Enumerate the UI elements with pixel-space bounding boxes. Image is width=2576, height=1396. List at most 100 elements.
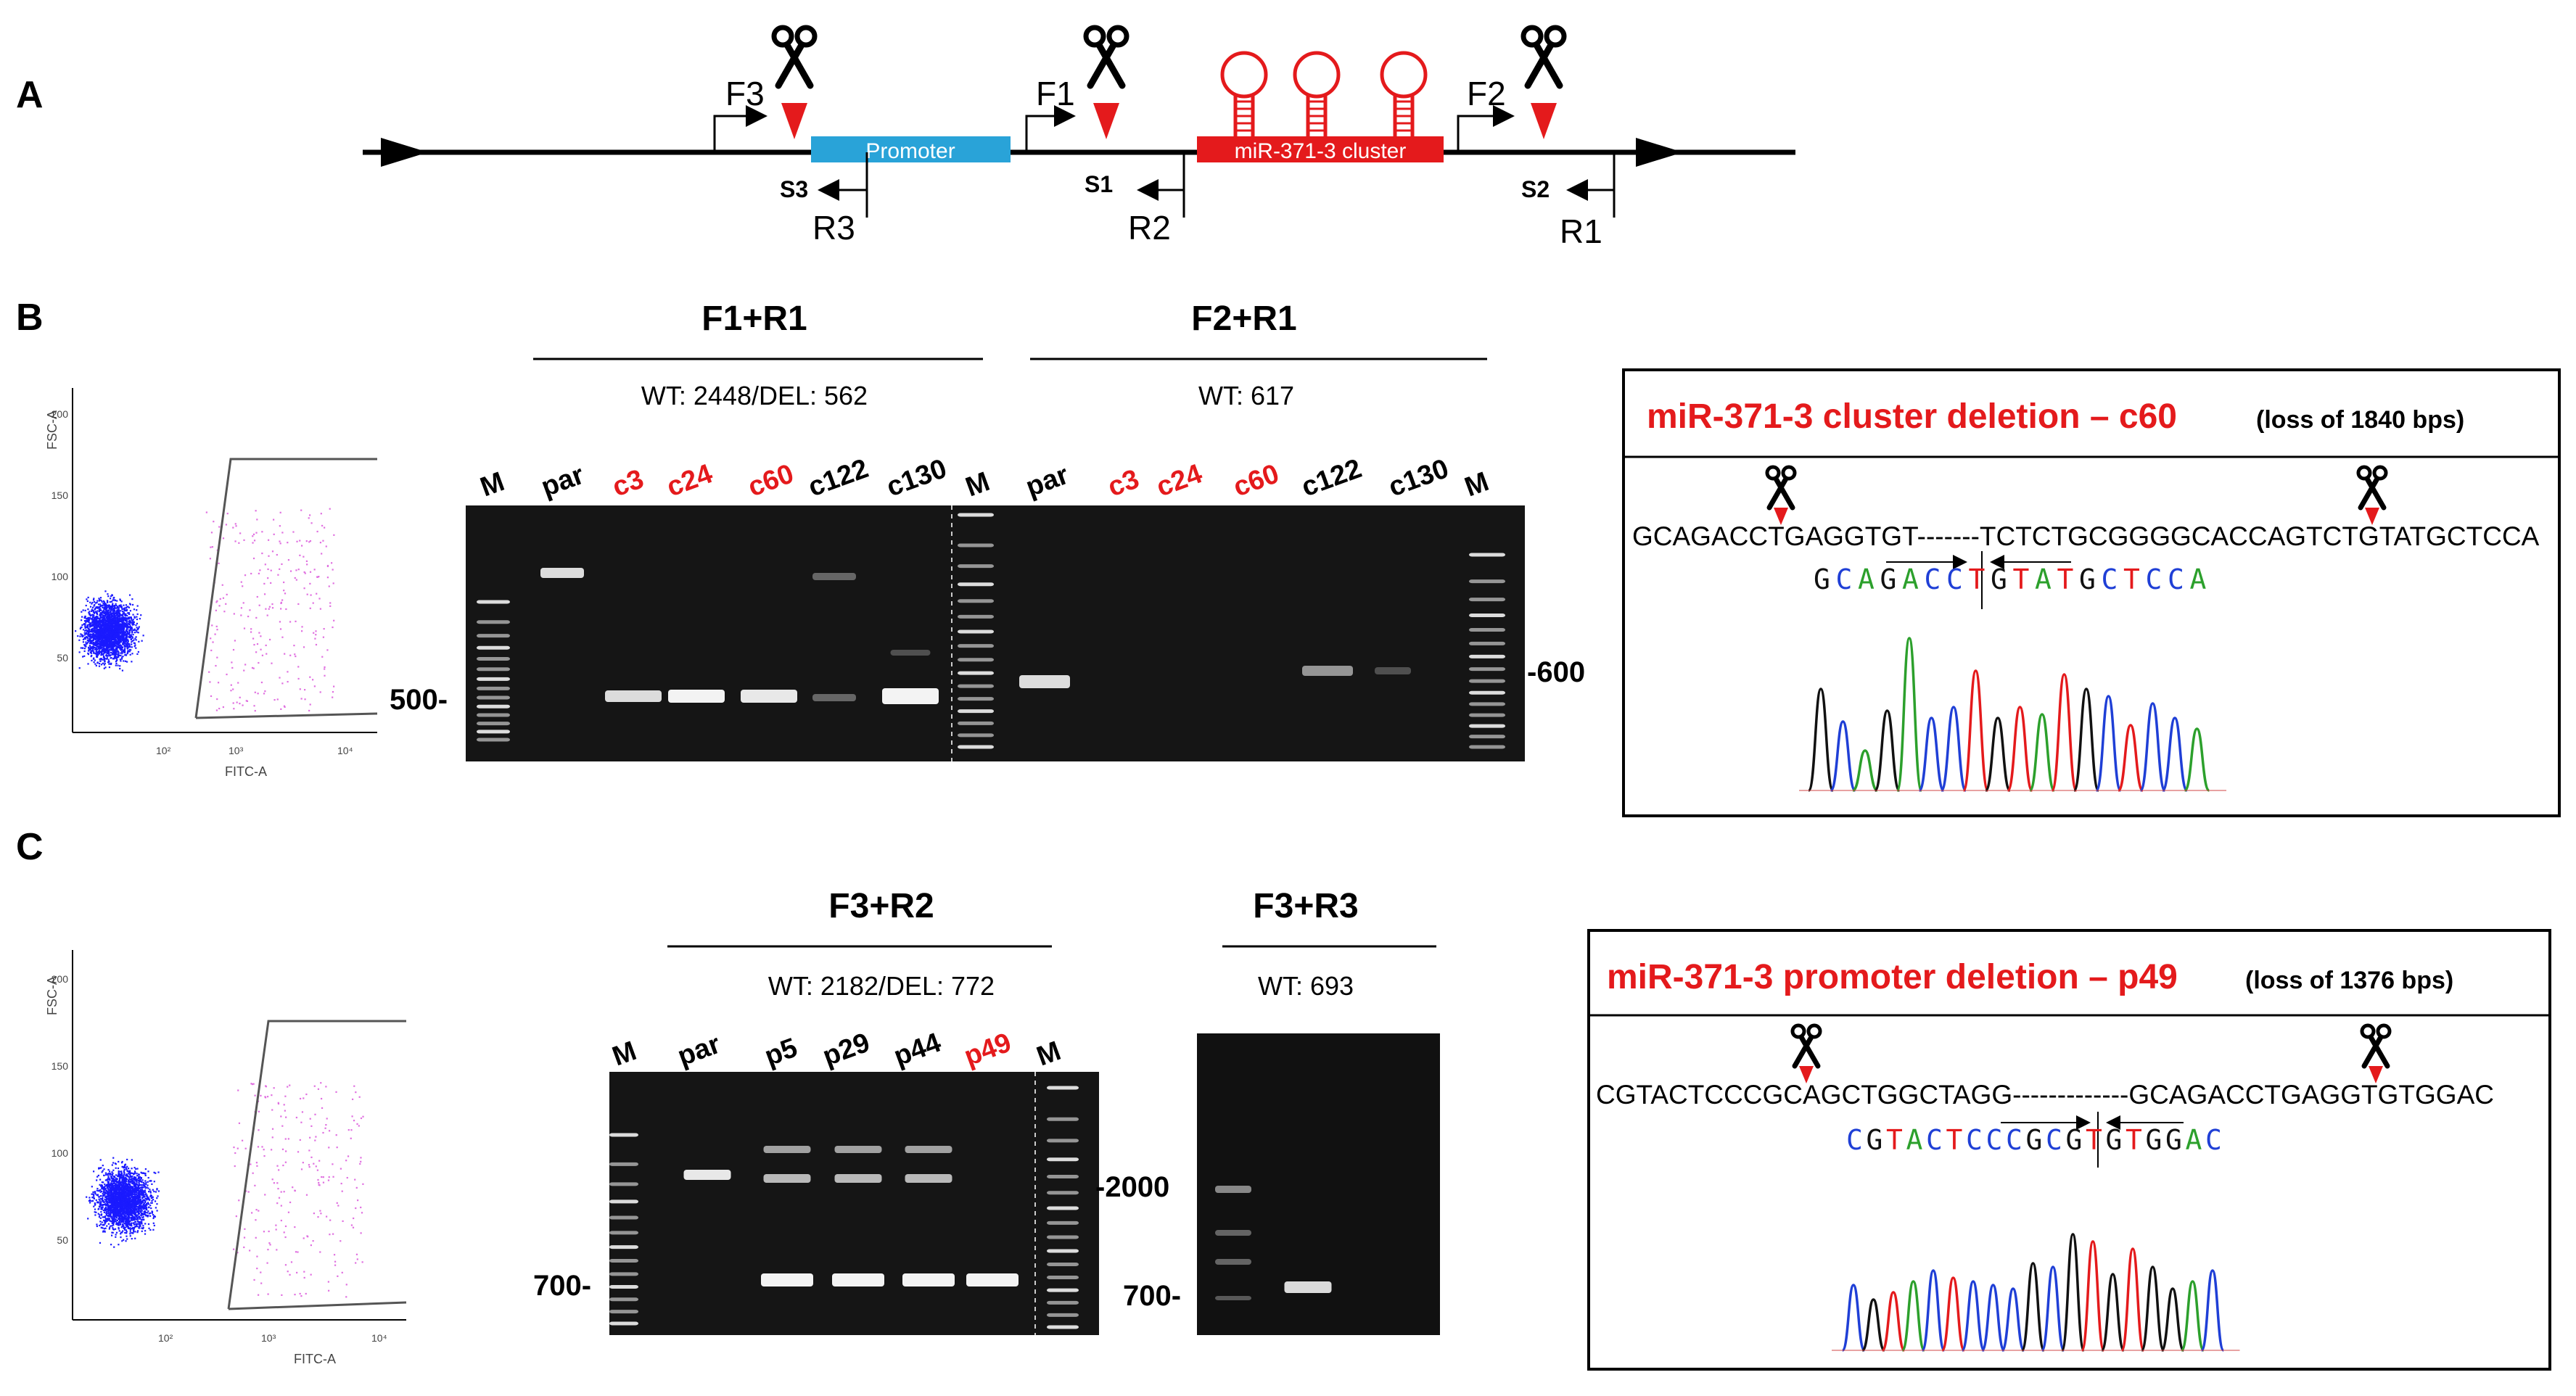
flow-event-dot [127, 618, 129, 620]
flow-event-dot [120, 628, 123, 630]
flow-event-dot [136, 1192, 139, 1194]
flow-event-dot [98, 1215, 101, 1218]
flow-event-dot [102, 602, 104, 604]
gel-band [668, 690, 725, 703]
seq-b-title: miR-371-3 cluster deletion – c60 [1647, 397, 2177, 436]
flow-event-dot [133, 1202, 136, 1204]
flow-event-dot [114, 616, 116, 618]
flow-event-dot [263, 693, 266, 695]
flow-event-dot [310, 594, 312, 596]
sequence-base: T [1969, 563, 1986, 595]
flow-event-dot [112, 645, 114, 647]
flow-event-dot [147, 1184, 149, 1186]
flow-event-dot [89, 649, 91, 651]
flow-event-dot [147, 1176, 149, 1179]
flow-event-dot [303, 587, 305, 590]
flow-event-dot [117, 656, 119, 658]
flow-event-dot [85, 604, 87, 607]
flow-event-dot [98, 1207, 100, 1210]
flow-event-dot [136, 1195, 138, 1197]
flow-event-dot [123, 1227, 125, 1229]
flow-event-dot [96, 643, 99, 645]
flow-event-dot [92, 641, 95, 643]
flow-event-dot [109, 598, 112, 600]
flow-event-dot [117, 622, 119, 625]
flow-event-dot [112, 641, 114, 643]
flow-event-dot [131, 661, 133, 663]
gel-band [1469, 628, 1505, 632]
flow-event-dot [279, 540, 281, 542]
flow-event-dot [86, 630, 89, 632]
flow-event-dot [156, 1210, 158, 1212]
flow-event-dot [87, 616, 89, 619]
flow-event-dot [110, 633, 112, 635]
flow-event-dot [84, 624, 86, 627]
flow-event-dot [131, 653, 133, 655]
flow-event-dot [118, 1180, 120, 1182]
flow-event-dot [96, 632, 99, 634]
flow-event-dot [149, 1180, 152, 1182]
flow-event-dot [112, 638, 115, 640]
flow-event-dot [101, 612, 103, 614]
flow-event-dot [144, 1233, 147, 1235]
flow-event-dot [102, 662, 104, 664]
chromatogram-peak [2007, 706, 2033, 792]
flow-event-dot [128, 1223, 131, 1225]
flow-event-dot [93, 637, 95, 639]
gel-band [1469, 724, 1505, 728]
flow-event-dot [123, 608, 125, 610]
flow-event-dot [144, 1223, 147, 1225]
flow-event-dot [141, 1213, 143, 1215]
flow-event-dot [119, 623, 121, 626]
flow-event-dot [120, 600, 123, 603]
flow-event-dot [105, 1189, 108, 1191]
flow-event-dot [136, 1223, 138, 1226]
flow-event-dot [111, 1199, 113, 1202]
primer-r3: R3 [812, 209, 855, 247]
flow-event-dot [141, 1202, 143, 1205]
flow-event-dot [117, 650, 119, 652]
flow-event-dot [93, 651, 95, 653]
flow-event-dot [103, 637, 105, 640]
flow-event-dot [140, 1211, 142, 1213]
flow-event-dot [120, 1177, 123, 1179]
gel-b1-title: F1+R1 [701, 300, 807, 338]
flow-event-dot [250, 631, 252, 633]
flow-event-dot [139, 1201, 141, 1203]
flow-event-dot [215, 709, 218, 711]
flow-event-dot [309, 514, 311, 516]
flow-event-dot [100, 614, 103, 616]
flow-event-dot [94, 644, 96, 647]
flow-event-dot [239, 532, 242, 534]
flow-event-dot [94, 611, 96, 614]
flow-event-dot [94, 616, 96, 619]
flow-event-dot [98, 628, 100, 631]
flow-event-dot [133, 632, 136, 634]
flow-event-dot [315, 630, 317, 632]
flow-event-dot [130, 1176, 132, 1178]
flow-event-dot [120, 610, 122, 612]
flow-event-dot [107, 1188, 110, 1190]
flow-event-dot [312, 679, 314, 681]
flow-event-dot [127, 1221, 130, 1224]
flow-event-dot [104, 1185, 107, 1187]
flow-event-dot [103, 1204, 105, 1206]
flow-event-dot [120, 1192, 122, 1194]
flow-event-dot [123, 650, 126, 653]
flow-event-dot [120, 619, 123, 621]
flow-event-dot [125, 633, 128, 635]
flow-event-dot [96, 614, 99, 616]
gel-band [958, 629, 994, 634]
flow-event-dot [132, 614, 134, 616]
flow-event-dot [101, 600, 103, 603]
flow-event-dot [112, 1224, 115, 1226]
flow-event-dot [107, 658, 110, 661]
flow-event-dot [112, 649, 114, 651]
flow-event-dot [104, 666, 107, 669]
flow-event-dot [127, 639, 129, 641]
sequence-base: A [1902, 563, 1919, 595]
flow-event-dot [119, 599, 122, 601]
flow-event-dot [115, 1202, 117, 1205]
flow-event-dot [128, 1208, 130, 1210]
flow-event-dot [90, 618, 92, 620]
